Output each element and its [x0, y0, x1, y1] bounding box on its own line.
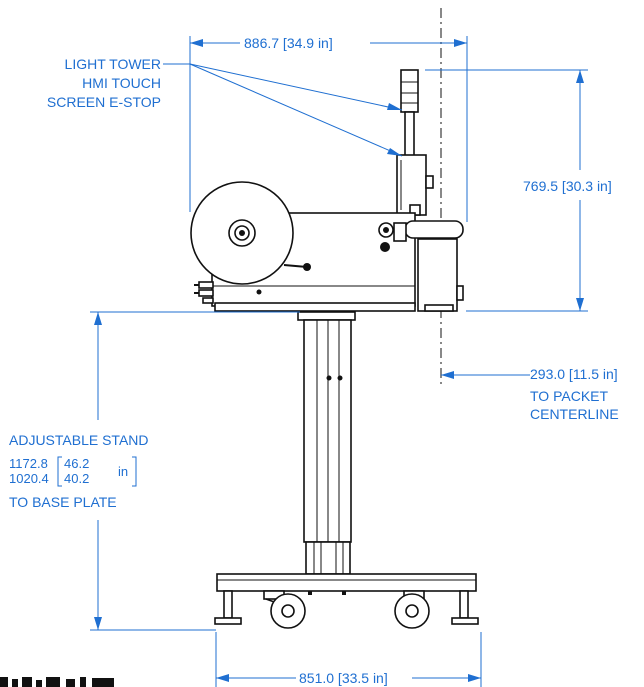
callout-screen-estop: SCREEN E-STOP: [47, 94, 161, 110]
base-plate: [214, 573, 479, 629]
hmi-touch-screen: [396, 154, 434, 216]
stand-label: ADJUSTABLE STAND: [9, 432, 149, 448]
callout-light-tower: LIGHT TOWER: [65, 56, 161, 72]
stand-min-in: 40.2: [64, 471, 89, 486]
packet-note-2: CENTERLINE: [530, 406, 619, 422]
packet-note-1: TO PACKET: [530, 388, 609, 404]
dim-head-height: 769.5 [30.3 in]: [523, 178, 612, 194]
dim-packet-offset: 293.0 [11.5 in]: [530, 366, 618, 382]
left-knobs: [194, 281, 214, 304]
applicator-assembly: [378, 220, 464, 312]
stand-unit: in: [118, 464, 128, 479]
dim-overall-width: 886.7 [34.9 in]: [244, 35, 333, 51]
stand-note: TO BASE PLATE: [9, 494, 117, 510]
stand-max-in: 46.2: [64, 456, 89, 471]
adjustable-stand: [297, 311, 356, 575]
dancer-arm: [256, 263, 311, 295]
light-tower: [400, 69, 419, 158]
labeler-machine: [190, 8, 479, 629]
base-rail: [214, 302, 416, 312]
label-roll: [190, 181, 294, 285]
callout-hmi-touch: HMI TOUCH: [82, 75, 161, 91]
stand-max-mm: 1172.8: [9, 456, 48, 471]
stand-min-mm: 1020.4: [9, 471, 49, 486]
dim-base-width: 851.0 [33.5 in]: [299, 670, 388, 686]
dimension-lines: [57, 36, 588, 687]
title-block-logo: [0, 677, 114, 687]
